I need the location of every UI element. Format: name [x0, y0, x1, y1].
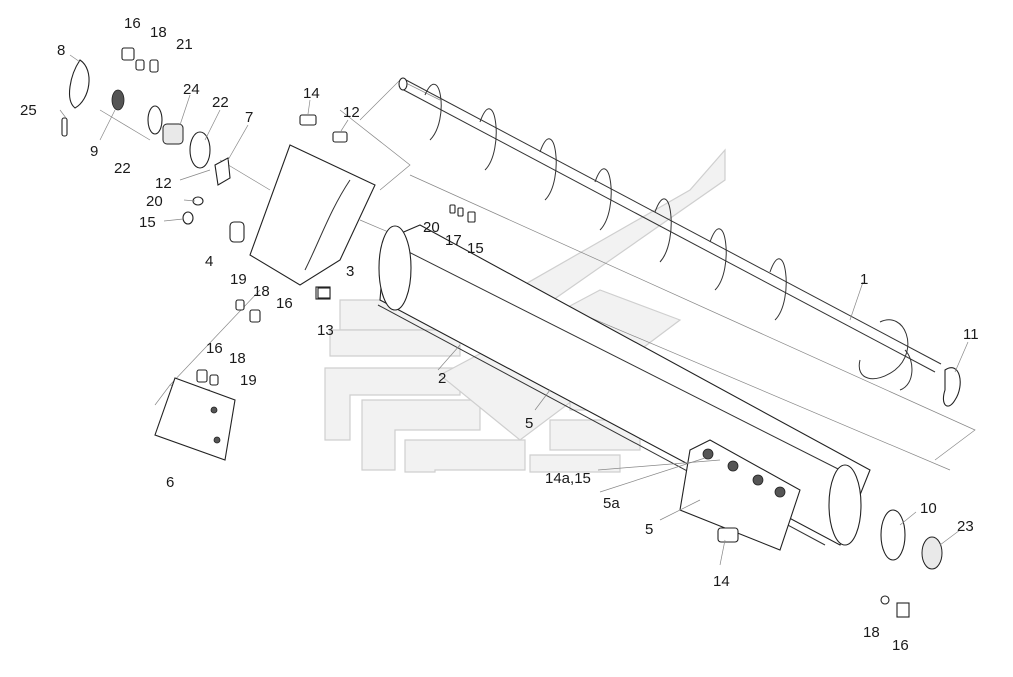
callout-16-top: 16 [124, 15, 141, 32]
callout-9: 9 [90, 143, 98, 160]
leader-lines [59, 54, 969, 566]
callout-15-left: 15 [139, 214, 156, 231]
callout-18-mid: 18 [253, 283, 270, 300]
cover-plate [679, 439, 801, 551]
callout-14a-15: 14a,15 [545, 470, 591, 487]
callout-14-top: 14 [303, 85, 320, 102]
callout-23: 23 [957, 518, 974, 535]
callout-25: 25 [20, 102, 37, 119]
callout-12-top: 12 [343, 104, 360, 121]
callout-14-bottom: 14 [713, 573, 730, 590]
callout-17: 17 [445, 232, 462, 249]
bearing-flange [880, 509, 943, 618]
small-hardware [61, 47, 476, 386]
end-flange [942, 367, 961, 407]
shield-plate [154, 377, 236, 461]
side-panel [249, 144, 376, 300]
callout-19-a: 19 [230, 271, 247, 288]
callout-5a: 5a [603, 495, 620, 512]
callout-18-bottom: 18 [863, 624, 880, 641]
callout-19-b: 19 [240, 372, 257, 389]
callout-16-mid2: 16 [206, 340, 223, 357]
callout-labels: 1 2 3 4 5 5 5a 6 7 8 9 10 11 12 12 13 14… [20, 15, 979, 654]
callout-5-upper: 5 [525, 415, 533, 432]
callout-6: 6 [166, 474, 174, 491]
auger-screw [398, 77, 942, 391]
callout-1: 1 [860, 271, 868, 288]
callout-8: 8 [57, 42, 65, 59]
callout-13: 13 [317, 322, 334, 339]
callout-18-top: 18 [150, 24, 167, 41]
callout-24: 24 [183, 81, 200, 98]
callout-7: 7 [245, 109, 253, 126]
callout-2: 2 [438, 370, 446, 387]
callout-22-left: 22 [114, 160, 131, 177]
callout-16-mid: 16 [276, 295, 293, 312]
callout-15-mid: 15 [467, 240, 484, 257]
callout-20-mid: 20 [423, 219, 440, 236]
callout-16-bottom: 16 [892, 637, 909, 654]
callout-22-mid: 22 [212, 94, 229, 111]
callout-4: 4 [205, 253, 213, 270]
callout-10: 10 [920, 500, 937, 517]
callout-12-left: 12 [155, 175, 172, 192]
callout-20-left: 20 [146, 193, 163, 210]
callout-18-mid2: 18 [229, 350, 246, 367]
callout-11: 11 [963, 326, 979, 343]
callout-5-lower: 5 [645, 521, 653, 538]
callout-3: 3 [346, 263, 354, 280]
callout-21: 21 [176, 36, 193, 53]
